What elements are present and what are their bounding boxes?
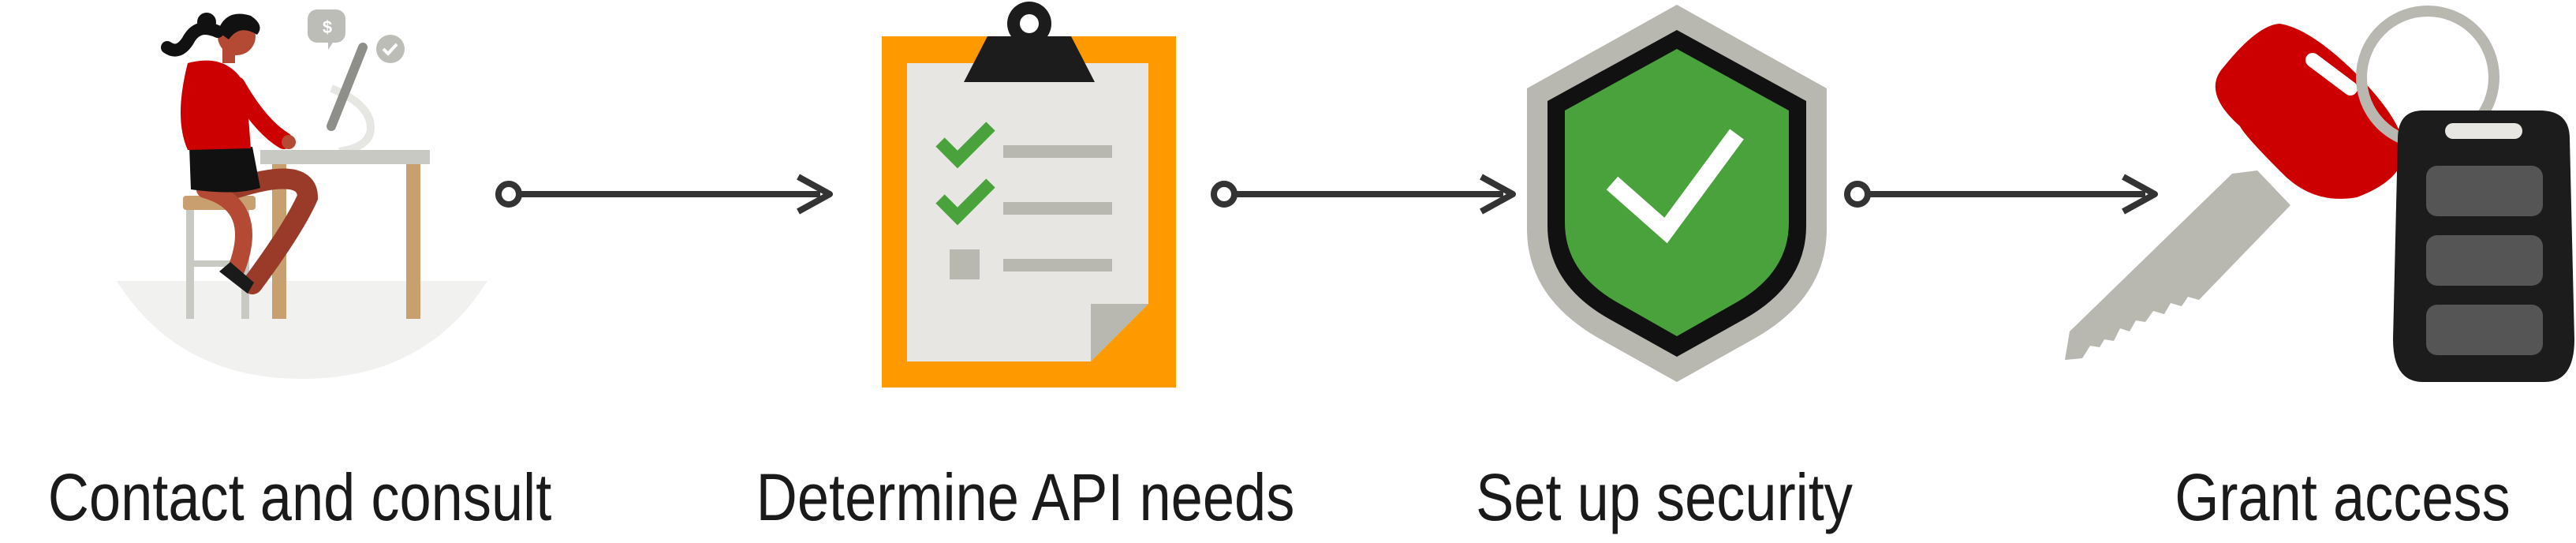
- car-key-fob-icon: [2065, 6, 2574, 382]
- person-at-desk-icon: $: [117, 9, 487, 379]
- svg-text:$: $: [323, 17, 332, 37]
- clipboard-checklist-icon: [882, 2, 1176, 388]
- step-label-contact-and-consult: Contact and consult: [47, 460, 552, 534]
- shield-check-icon: [1527, 5, 1827, 382]
- step-label-grant-access: Grant access: [2175, 460, 2511, 534]
- step-label-set-up-security: Set up security: [1476, 460, 1853, 534]
- step-label-determine-api-needs: Determine API needs: [756, 460, 1295, 534]
- flow-arrow: [1844, 174, 2158, 215]
- flow-arrow: [1211, 174, 1516, 215]
- flow-arrow: [495, 174, 833, 215]
